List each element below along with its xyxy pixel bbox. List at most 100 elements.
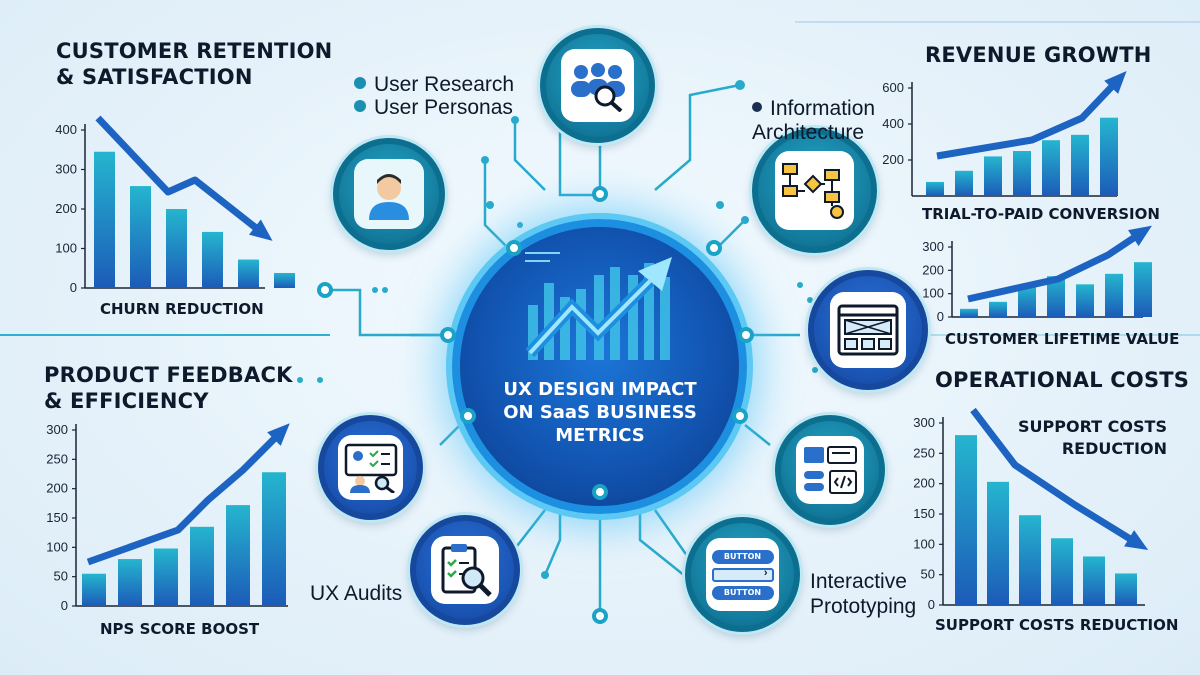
y-tick-label: 150 — [46, 510, 68, 525]
y-tick-label: 250 — [46, 451, 68, 466]
connector-dot — [738, 327, 754, 343]
bar — [1083, 556, 1105, 605]
user-research-text: User Research — [374, 73, 515, 96]
bar — [1115, 573, 1137, 605]
bar — [1105, 273, 1123, 317]
growth-chart-icon — [525, 252, 672, 360]
bar — [1051, 538, 1073, 605]
bar — [1019, 515, 1041, 605]
node-user-testing — [318, 415, 423, 520]
bar — [202, 231, 223, 288]
bar — [94, 151, 115, 288]
label-user-research: User Research — [354, 73, 514, 97]
bar — [118, 559, 142, 606]
y-tick-label: 300 — [46, 422, 68, 437]
bar — [82, 573, 106, 606]
chart-title-churn: CHURN REDUCTION — [100, 300, 264, 318]
clipboard-search-icon — [430, 535, 500, 605]
node-interactive-prototyping: BUTTON › BUTTON — [685, 517, 800, 632]
y-tick-label: 0 — [61, 598, 68, 613]
bar — [1071, 134, 1089, 196]
chart-nps-score: 0 50 100 150 200 250 300 — [46, 422, 290, 613]
bar — [154, 548, 178, 606]
bar — [1134, 262, 1152, 317]
node-ux-audits — [410, 515, 520, 625]
trend-arrow — [967, 228, 1146, 303]
section-title-revenue: REVENUE GROWTH — [925, 43, 1152, 67]
chart-trial-conversion: 200 400 600 — [882, 71, 1127, 197]
y-tick-label: 200 — [882, 152, 904, 167]
persona-review-icon — [337, 434, 404, 501]
bar — [238, 259, 259, 288]
bar — [926, 181, 944, 196]
y-tick-label: 200 — [913, 476, 935, 491]
bar — [166, 209, 187, 288]
chart-churn-reduction: 0 100 200 300 400 — [55, 115, 295, 295]
arrow-head — [267, 423, 290, 446]
y-tick-label: 100 — [55, 241, 77, 256]
label-ux-audits: UX Audits — [310, 582, 403, 605]
button-stack-icon: BUTTON › BUTTON — [706, 538, 779, 611]
chart-title-ltv: CUSTOMER LIFETIME VALUE — [945, 330, 1180, 348]
bar — [955, 170, 973, 196]
connector-dot — [592, 186, 608, 202]
trend-arrow — [970, 407, 1142, 548]
y-tick-label: 400 — [55, 122, 77, 137]
prototype-button: BUTTON — [711, 585, 774, 600]
y-tick-label: 50 — [54, 569, 68, 584]
main-title: UX DESIGN IMPACT ON SaaS BUSINESS METRIC… — [503, 379, 697, 446]
bar — [987, 481, 1009, 605]
bar — [1018, 286, 1036, 317]
bar — [262, 472, 286, 606]
bar — [1047, 276, 1065, 317]
arrow-head — [1104, 71, 1127, 94]
y-tick-label: 50 — [921, 567, 935, 582]
y-tick-label: 600 — [882, 80, 904, 95]
connector-dot — [592, 484, 608, 500]
prototype-slider: › — [711, 567, 774, 582]
node-ui-components — [775, 415, 885, 525]
label-information-architecture: Information Architecture — [752, 73, 875, 145]
connector-dot — [506, 240, 522, 256]
y-tick-label: 300 — [913, 415, 935, 430]
connector-dot — [440, 327, 456, 343]
chart-title-trial: TRIAL-TO-PAID CONVERSION — [922, 205, 1160, 223]
central-hub — [452, 219, 747, 514]
information-architecture-text: Information Architecture — [752, 97, 876, 144]
chart-annotation-support: SUPPORT COSTS REDUCTION — [1018, 417, 1167, 458]
y-tick-label: 250 — [913, 445, 935, 460]
y-tick-label: 200 — [55, 201, 77, 216]
y-tick-label: 0 — [937, 309, 944, 324]
bar — [960, 308, 978, 317]
y-tick-label: 100 — [922, 286, 944, 301]
arrow-head — [249, 219, 273, 241]
y-tick-label: 300 — [55, 162, 77, 177]
y-tick-label: 200 — [46, 481, 68, 496]
connector-dot — [732, 408, 748, 424]
section-title-feedback: PRODUCT FEEDBACK & EFFICIENCY — [44, 363, 293, 413]
bar — [984, 156, 1002, 196]
connector-dot — [592, 608, 608, 624]
node-information-architecture — [752, 128, 877, 253]
y-tick-label: 100 — [913, 536, 935, 551]
bar — [274, 272, 295, 288]
bar — [130, 186, 151, 288]
bullet-icon — [354, 77, 366, 90]
node-user-personas — [333, 138, 445, 250]
bar — [955, 435, 977, 605]
bullet-icon — [354, 100, 366, 113]
bar — [190, 526, 214, 606]
y-tick-label: 400 — [882, 116, 904, 131]
y-tick-label: 200 — [922, 262, 944, 277]
chart-title-nps: NPS SCORE BOOST — [100, 620, 260, 638]
y-tick-label: 0 — [70, 280, 77, 295]
node-wireframes — [808, 270, 928, 390]
section-title-retention: CUSTOMER RETENTION & SATISFACTION — [56, 39, 333, 89]
trend-arrow — [86, 427, 286, 566]
label-user-personas: User Personas — [354, 96, 513, 120]
wireframe-icon — [830, 292, 906, 368]
connector-dot — [460, 408, 476, 424]
y-tick-label: 100 — [46, 539, 68, 554]
